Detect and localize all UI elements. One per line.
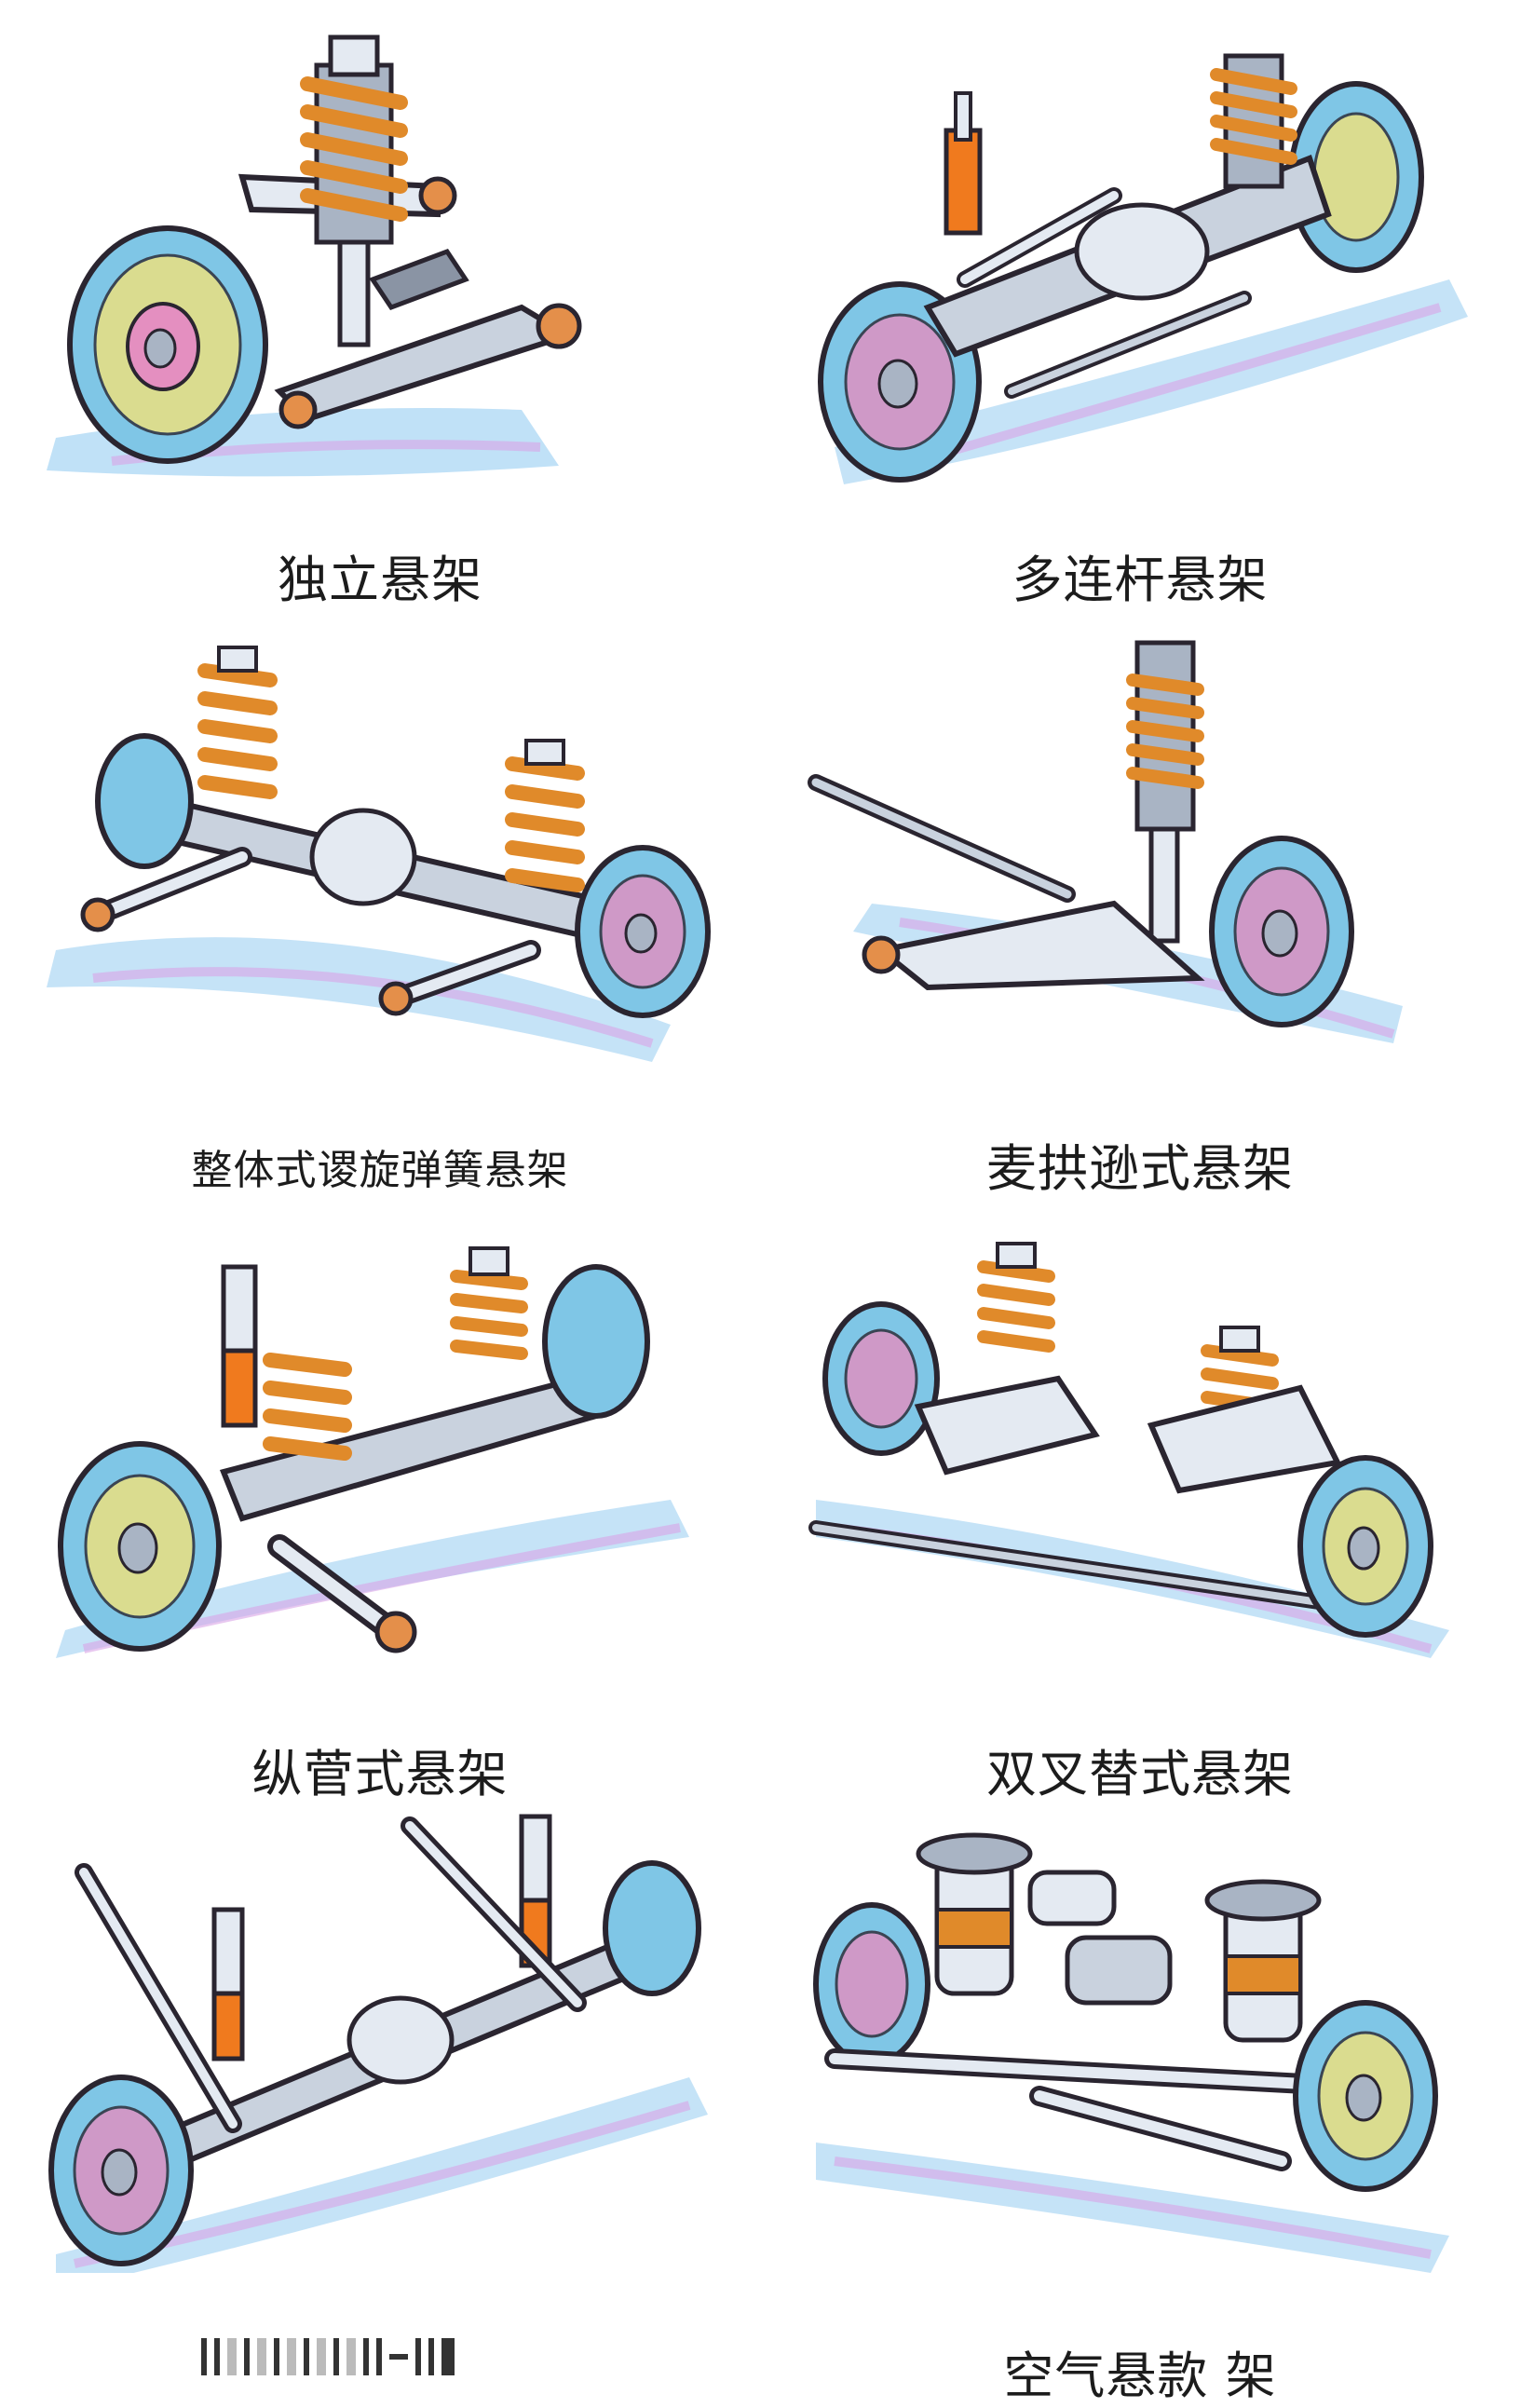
panel-leaf-axle (0, 1789, 760, 2385)
brake-rotor (67, 225, 268, 464)
trailing-arms (80, 847, 541, 1016)
ground-shadow (835, 279, 1468, 484)
caption-independent: 独立悬架 (278, 551, 482, 609)
panel-multilink: 多连杆悬架 (760, 0, 1520, 609)
coil-spring (300, 34, 408, 347)
lower-control-arm (274, 303, 582, 429)
panel-macpherson: 麦拱逊式悬架 (760, 596, 1520, 1198)
caption-coil-axle: 整体式谡旋弹簧悬架 (191, 1147, 569, 1194)
right-rotor (1297, 1455, 1433, 1638)
caption-multilink: 多连杆悬架 (1012, 551, 1269, 609)
coil-spring (1210, 53, 1297, 189)
caption-macpherson: 麦拱逊式悬架 (986, 1139, 1294, 1198)
coil-axle-suspension-illustration (0, 596, 760, 1081)
right-coil-spring (1201, 1326, 1279, 1436)
cv-boot (369, 248, 469, 311)
caption-trailing: 纵菅式悬架 (251, 1745, 509, 1803)
ground-shadow (47, 937, 671, 1062)
leaf-axle-suspension-illustration (0, 1789, 760, 2273)
panel-independent: 独立悬架 (0, 0, 760, 609)
wishbone-arms (808, 1375, 1342, 1610)
right-rotor (603, 1860, 701, 1996)
control-arms (75, 1816, 587, 2133)
air-suspension-illustration (760, 1789, 1520, 2273)
lower-control-arm (862, 900, 1205, 991)
panel-coil-axle: 整体式谡旋弹簧悬架 (0, 596, 760, 1194)
trailing-arm (219, 1375, 601, 1653)
right-coil-spring (450, 1246, 528, 1360)
panel-trailing: 纵菅式悬架 (0, 1192, 760, 1803)
left-hub (95, 733, 194, 869)
left-shock-absorber (221, 1264, 258, 1428)
steering-rack (808, 774, 1076, 903)
left-air-spring (916, 1832, 1033, 1996)
left-shock-absorber (211, 1907, 245, 2061)
left-coil-spring (977, 1242, 1055, 1353)
left-rotor (813, 1902, 930, 2066)
strut-coil-spring (1126, 640, 1204, 944)
center-coil-spring (263, 1353, 352, 1461)
right-air-spring (1204, 1879, 1322, 2043)
caption-double-wishbone: 双叉替式悬架 (986, 1745, 1294, 1803)
left-coil-spring (197, 646, 278, 799)
independent-suspension-illustration (0, 0, 760, 484)
shock-absorber (944, 91, 983, 236)
ground-shadow (816, 2143, 1449, 2273)
left-rotor (818, 281, 982, 483)
left-rotor (822, 1301, 940, 1456)
links (957, 187, 1252, 399)
trailing-arm-suspension-illustration (0, 1192, 760, 1677)
left-rotor (48, 2075, 194, 2266)
lower-arms (824, 2048, 1366, 2171)
compressor (1027, 1870, 1173, 2006)
panel-double-wishbone: 双叉替式悬架 (760, 1192, 1520, 1803)
right-rotor (1293, 2000, 1438, 2192)
right-coil-spring (505, 739, 585, 892)
brake-rotor (58, 1441, 222, 1652)
double-wishbone-suspension-illustration (760, 1192, 1520, 1677)
brake-rotor (1209, 836, 1354, 1027)
garbled-caption-glyphs (201, 2336, 455, 2377)
subframe (923, 155, 1332, 358)
right-rotor (1288, 81, 1424, 273)
multilink-suspension-illustration (760, 0, 1520, 484)
macpherson-suspension-illustration (760, 596, 1520, 1081)
panel-air: 空气悬款 架 (760, 1789, 1520, 2405)
right-rotor (542, 1264, 650, 1419)
right-rotor (575, 845, 711, 1018)
caption-air: 空气悬款 架 (1003, 2347, 1277, 2405)
